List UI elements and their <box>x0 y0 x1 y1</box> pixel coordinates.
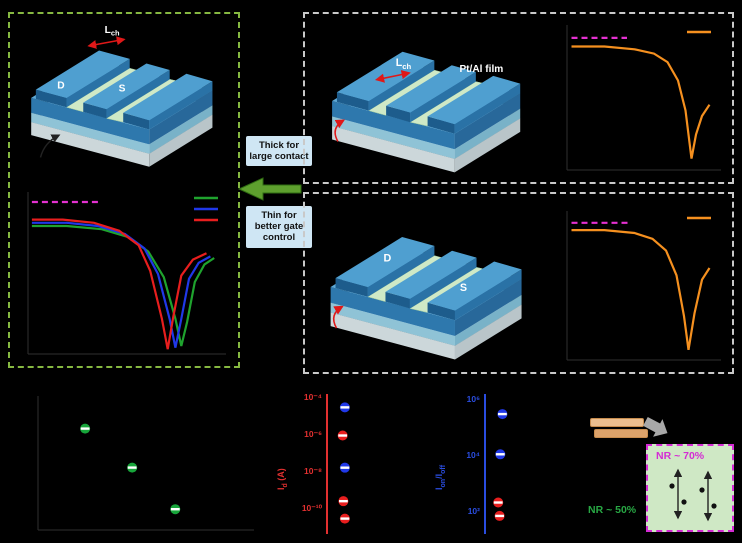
scatter-marker <box>337 430 348 441</box>
metal-film-icon-top <box>590 418 644 427</box>
transfer-plot-thin <box>566 211 721 361</box>
note-thick-contact: Thick for large contact <box>246 136 312 167</box>
scatter-marker <box>339 462 350 473</box>
lch-arrow <box>374 70 411 83</box>
scatter-plot-current <box>337 402 350 524</box>
y-axis-label: Ion/Ioff <box>434 464 447 490</box>
carrier-dot <box>711 503 717 509</box>
lch-label: Lch <box>396 57 412 71</box>
left-pointing-arrow <box>237 177 302 201</box>
metal-film-icon-bottom <box>594 429 648 438</box>
scatter-marker <box>494 510 505 521</box>
carrier-dot <box>699 487 705 493</box>
contact-pointer-arrow <box>334 119 346 142</box>
source-label: S <box>119 83 126 94</box>
scatter-plot-green <box>37 396 254 531</box>
chip-3d-base <box>31 50 213 167</box>
device-schematic-thin-contact: D S <box>330 236 523 360</box>
y-tick: 10⁻⁴ <box>303 392 322 402</box>
scatter-panel-onoff: Ion/Ioff 10⁶ 10⁴ 10² <box>430 390 572 540</box>
y-tick: 10⁻⁸ <box>304 466 322 476</box>
note-thin-gate: Thin for better gate control <box>246 206 312 248</box>
left-device-box: Lch D S <box>8 12 240 368</box>
scatter-marker <box>170 504 181 515</box>
scatter-marker <box>127 462 138 473</box>
y-tick: 10⁴ <box>466 450 480 460</box>
drain-label: D <box>384 253 392 265</box>
y-axis-spine <box>326 394 328 534</box>
drain-label: D <box>57 81 64 92</box>
transform-arrow <box>643 416 668 437</box>
layer-pointer-arrow <box>39 134 61 158</box>
scatter-plot-onoff <box>493 409 508 521</box>
nr-50-label: NR ~ 50% <box>588 504 637 516</box>
device-schematic-thick-contact: Lch D S <box>31 25 213 167</box>
chip-3d-base-ref <box>330 236 523 360</box>
transfer-plot-ptal <box>566 25 721 171</box>
scatter-marker <box>497 409 508 420</box>
scatter-marker <box>339 402 350 413</box>
scatter-marker <box>80 423 91 434</box>
arrow-shape <box>237 177 302 201</box>
series-red <box>31 218 207 350</box>
device-schematic-ptal-film: Lch Pt/Al film <box>331 51 521 173</box>
ptal-film-label: Pt/Al film <box>459 64 503 75</box>
nr-70-label: NR ~ 70% <box>656 450 705 462</box>
y-tick: 10⁻⁶ <box>304 429 322 439</box>
transfer-plot-thick <box>27 192 226 355</box>
carrier-dot <box>669 483 675 489</box>
gray-arrow-shape <box>643 416 668 437</box>
y-tick: 10⁻¹⁰ <box>301 503 322 513</box>
right-top-device-box: Lch Pt/Al film <box>303 12 734 184</box>
series-orange <box>571 45 711 159</box>
scatter-panel-1 <box>20 390 260 540</box>
carrier-symbols <box>669 468 717 522</box>
scatter-panel-current: Id (A) 10⁻⁴ 10⁻⁶ 10⁻⁸ 10⁻¹⁰ <box>272 390 418 540</box>
scatter-marker <box>339 513 350 524</box>
scatter-marker <box>493 497 504 508</box>
series-orange <box>571 229 711 350</box>
contact-pointer-arrow <box>332 305 344 329</box>
right-bottom-device-box: D S <box>303 192 734 374</box>
y-axis-spine <box>484 394 486 534</box>
scatter-marker <box>338 496 349 507</box>
nr-summary-panel: NR ~ 70% NR ~ 50% <box>584 388 738 540</box>
lch-label: Lch <box>105 25 120 38</box>
scatter-marker <box>495 449 506 460</box>
source-label: S <box>460 282 467 294</box>
nr-device-box <box>646 444 734 532</box>
series-blue <box>31 221 211 348</box>
y-tick: 10⁶ <box>466 394 480 404</box>
carrier-dot <box>681 499 687 505</box>
y-tick: 10² <box>467 506 480 516</box>
series-green <box>31 224 215 347</box>
lch-arrow <box>87 36 126 49</box>
